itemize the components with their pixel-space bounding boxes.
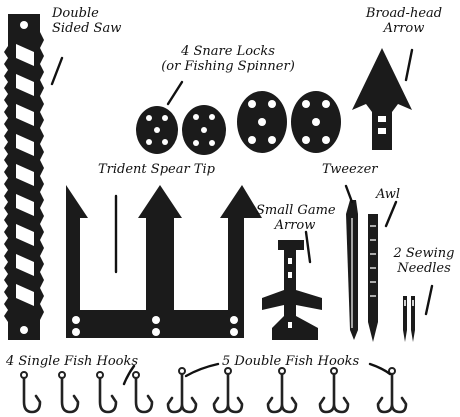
- single-hook-3: [98, 376, 118, 414]
- needles-label-line-2: Needles: [397, 261, 451, 276]
- arrow-leader-line: [404, 48, 414, 82]
- trident-body: [66, 185, 262, 338]
- awl-body: [368, 214, 378, 342]
- awl-leader-line: [384, 200, 398, 228]
- small-arrow-body: [262, 240, 322, 340]
- snare-lock-2: [182, 105, 226, 155]
- double-hook-5: [376, 367, 408, 414]
- awl: [368, 214, 378, 342]
- saw-hole-bottom: [20, 326, 28, 334]
- arrow-label: Broad-head Arrow: [352, 6, 456, 36]
- small-game-label-line-1: Small Game: [256, 203, 336, 218]
- arrow-label-line-2: Arrow: [383, 21, 425, 36]
- single-hooks-leader-line: [122, 364, 136, 386]
- needles-label: 2 Sewing Needles: [390, 246, 458, 276]
- snare-lock-3: [237, 91, 287, 153]
- single-hook-1: [22, 376, 42, 414]
- snare-label: 4 Snare Locks (or Fishing Spinner): [150, 44, 306, 74]
- saw-leader-line: [50, 56, 64, 86]
- double-hook-1: [166, 367, 198, 414]
- saw-label: Double Sided Saw: [52, 6, 121, 36]
- snare-label-line-1: 4 Snare Locks: [181, 44, 275, 59]
- small-game-label-line-2: Arrow: [274, 218, 316, 233]
- sewing-needles: [403, 296, 415, 342]
- arrow-notch-1: [378, 116, 386, 122]
- single-hook-4: [134, 376, 154, 414]
- needles-label-line-1: 2 Sewing: [393, 246, 455, 261]
- small-arrow-leader-line: [304, 230, 312, 264]
- single-hook-2: [60, 376, 80, 414]
- saw-label-line-1: Double: [52, 6, 99, 21]
- tweezer: [346, 200, 358, 340]
- double-sided-saw: [4, 14, 44, 340]
- trident-spear-tip: [66, 185, 262, 338]
- saw-slot-teeth: [16, 44, 34, 306]
- double-fish-hooks: [166, 367, 408, 414]
- tweezer-leader-line: [344, 184, 354, 204]
- double-hook-2: [212, 367, 244, 414]
- snare-lock-4: [291, 91, 341, 153]
- snare-lock-1: [136, 106, 178, 154]
- double-hooks-leader-line-left: [184, 362, 220, 378]
- double-hook-4: [318, 367, 350, 414]
- small-game-arrow: [262, 240, 322, 340]
- snare-locks: [136, 91, 341, 155]
- saw-label-line-2: Sided Saw: [52, 21, 122, 36]
- needle-1: [403, 296, 407, 342]
- snare-leader-line: [166, 80, 184, 106]
- arrow-label-line-1: Broad-head: [365, 6, 443, 21]
- saw-hole-top: [20, 21, 28, 29]
- single-hooks-label: 4 Single Fish Hooks: [6, 354, 139, 369]
- tweezer-label: Tweezer: [322, 162, 378, 177]
- double-hook-3: [266, 367, 298, 414]
- broad-head-arrow: [352, 48, 412, 150]
- arrow-notch-2: [378, 128, 386, 134]
- needles-leader-line: [424, 284, 434, 316]
- awl-label: Awl: [376, 187, 401, 202]
- double-hooks-label: 5 Double Fish Hooks: [222, 354, 360, 369]
- trident-label: Trident Spear Tip: [98, 162, 215, 177]
- arrow-head: [352, 48, 412, 150]
- single-fish-hooks: [20, 371, 154, 414]
- small-game-arrow-label: Small Game Arrow: [256, 203, 336, 233]
- snare-label-line-2: (or Fishing Spinner): [161, 59, 295, 74]
- needle-2: [411, 296, 415, 342]
- double-hooks-leader-line-right: [368, 362, 392, 376]
